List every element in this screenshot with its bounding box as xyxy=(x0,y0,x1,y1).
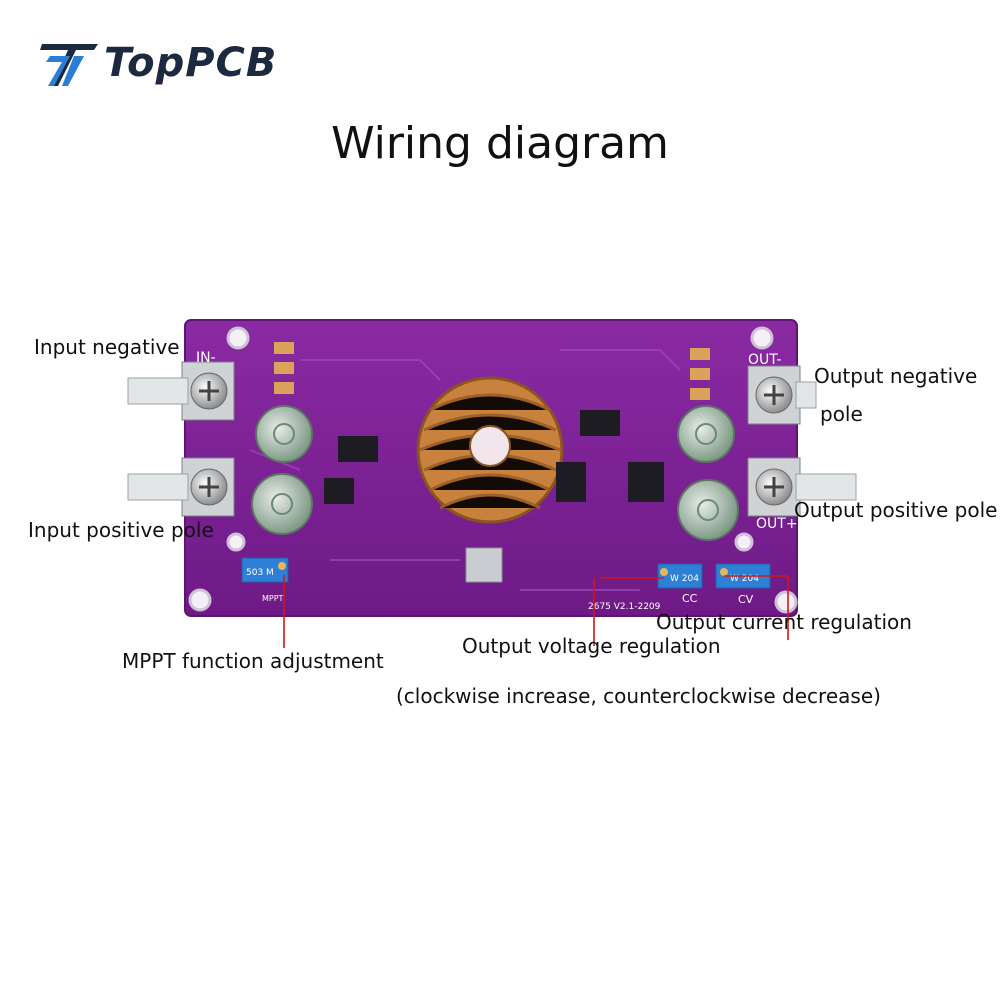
toroidal-inductor xyxy=(416,376,564,524)
silk-in-minus: IN- xyxy=(196,350,216,366)
silk-out-plus: OUT+ xyxy=(756,516,798,532)
silk-out-minus: OUT- xyxy=(748,352,782,368)
logo-text: TopPCB xyxy=(104,40,278,86)
label-mppt-adjustment: MPPT function adjustment xyxy=(122,649,384,673)
pot-cv-marking: W 204 xyxy=(730,574,759,584)
toppcb-logo-icon xyxy=(40,44,98,86)
mppt-potentiometer xyxy=(241,557,289,583)
silk-version: 2675 V2.1-2209 xyxy=(588,602,661,612)
input-positive-terminal xyxy=(127,457,235,517)
page-title: Wiring diagram xyxy=(331,118,669,169)
heatsink xyxy=(465,547,503,583)
capacitors xyxy=(251,405,739,541)
pot-mppt-marking: 503 M xyxy=(246,568,274,578)
silk-mppt: MPPT xyxy=(262,594,284,603)
cc-potentiometer xyxy=(657,563,703,589)
silk-cv: CV xyxy=(738,593,754,606)
pot-cc-marking: W 204 xyxy=(670,574,699,584)
label-output-voltage-regulation: Output voltage regulation xyxy=(462,634,721,658)
label-input-positive: Input positive pole xyxy=(28,518,214,542)
pcb-board xyxy=(184,319,798,617)
label-output-positive: Output positive pole xyxy=(794,498,998,522)
silk-cc: CC xyxy=(682,592,698,605)
label-output-current-regulation: Output current regulation xyxy=(656,610,912,634)
output-negative-terminal xyxy=(747,365,817,425)
input-negative-terminal xyxy=(127,361,235,421)
label-direction-note: (clockwise increase, counterclockwise de… xyxy=(396,684,881,708)
label-input-negative: Input negative xyxy=(34,335,180,359)
brand-logo: TopPCB xyxy=(40,38,290,90)
cv-potentiometer xyxy=(715,563,771,589)
label-output-negative-line1: Output negative xyxy=(814,364,978,388)
mounting-holes xyxy=(188,326,798,614)
label-output-negative-line2: pole xyxy=(820,402,863,426)
